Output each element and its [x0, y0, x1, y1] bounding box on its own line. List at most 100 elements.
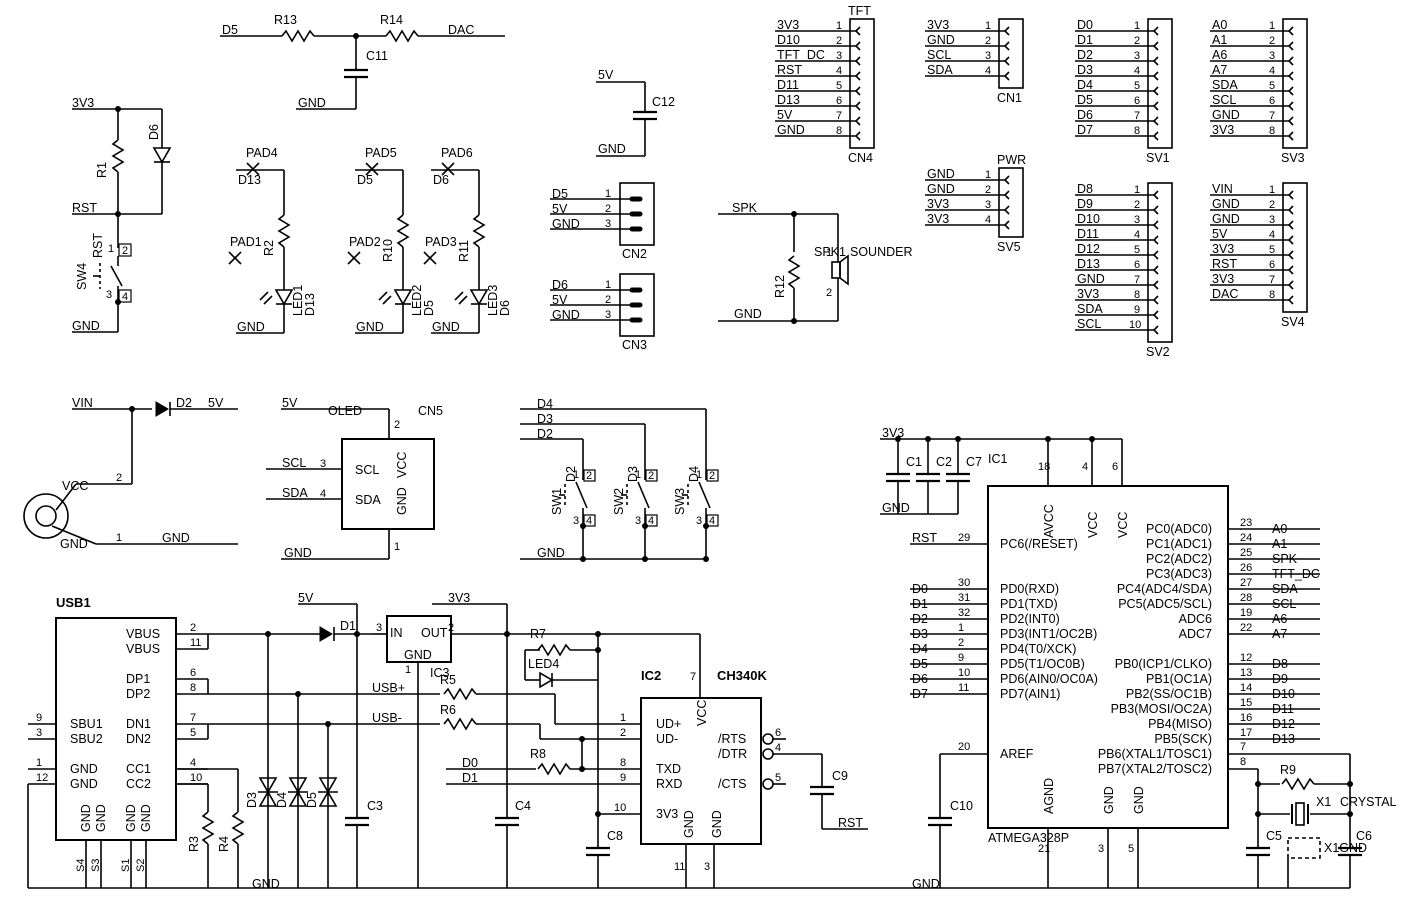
- pin-number: 3: [985, 50, 991, 62]
- pin-label: PD1(TXD): [1000, 597, 1058, 611]
- pin-number: 4: [836, 65, 842, 77]
- pin-number: 9: [620, 772, 626, 784]
- header-pin-socket: [1152, 205, 1159, 215]
- pin-number: S3: [90, 859, 102, 872]
- ref-label: SW1: [550, 488, 564, 515]
- pin-number: 7: [836, 110, 842, 122]
- pin-number: 2: [1269, 35, 1275, 47]
- net-label: D1: [462, 771, 478, 785]
- ref-label: D3: [245, 792, 259, 808]
- pin-label: 5V: [552, 293, 568, 307]
- ref-label: C11: [366, 49, 388, 63]
- net-label: D3: [537, 412, 553, 426]
- pin-label: TFT_DC: [777, 48, 825, 62]
- pin-number: 2: [586, 470, 592, 482]
- switch-blade: [575, 481, 588, 509]
- pin-number: 12: [1240, 652, 1252, 664]
- pin-number: 3: [573, 515, 579, 527]
- pin-label: VBUS: [126, 627, 160, 641]
- ref-label: C4: [515, 799, 531, 813]
- pin-label: GND: [124, 804, 138, 832]
- header-pin-socket: [854, 56, 861, 66]
- pin-number: 4: [190, 757, 196, 769]
- pin-label: GND: [1132, 786, 1146, 814]
- tvs-diodes: [258, 777, 338, 807]
- net-label: GND: [432, 320, 460, 334]
- pin-label: SCL: [1077, 317, 1101, 331]
- pin-number: 7: [1269, 274, 1275, 286]
- pin-number: 9: [36, 712, 42, 724]
- pin-number: 3: [1134, 214, 1140, 226]
- header-body: [1282, 18, 1308, 149]
- pin-number: 4: [985, 214, 991, 226]
- ref-label: R1: [95, 162, 109, 178]
- header-pin-socket: [1287, 205, 1294, 215]
- junction-dot: [580, 523, 586, 529]
- pin-label: SDA: [927, 63, 953, 77]
- pin-label: D8: [1077, 182, 1093, 196]
- pin-number: 22: [1240, 622, 1252, 634]
- net-label: SDA: [1272, 582, 1298, 596]
- pin-number: 1: [985, 169, 991, 181]
- power-jack: VIN D2 5V VCC GND GND 2 1: [23, 396, 238, 551]
- header-pin-socket: [1287, 250, 1294, 260]
- pin-label: D7: [1077, 123, 1093, 137]
- net-label: GND: [72, 319, 100, 333]
- pin-label: A6: [1212, 48, 1227, 62]
- net-label: D13: [303, 293, 317, 316]
- ref-label: R5: [440, 673, 456, 687]
- header-body: [1147, 18, 1173, 149]
- pin-number: 11: [674, 861, 685, 873]
- net-label: D6: [433, 173, 449, 187]
- pin-number: 1: [826, 247, 832, 259]
- ref-label: R13: [274, 13, 297, 27]
- pin-number: S1: [120, 859, 132, 872]
- pin-label: PD7(AIN1): [1000, 687, 1060, 701]
- pin-number: 31: [958, 592, 970, 604]
- part-label: OLED: [328, 404, 362, 418]
- pin-number: 21: [1038, 843, 1050, 855]
- net-label: D11: [1272, 702, 1294, 716]
- pin-number: 32: [958, 607, 970, 619]
- pin-number: 8: [1269, 125, 1275, 137]
- header-pin-socket: [1152, 295, 1159, 305]
- ref-label: SV1: [1146, 151, 1170, 165]
- pin-number: S2: [135, 859, 147, 872]
- pin-number: 3: [36, 727, 42, 739]
- header-pin-socket: [1287, 86, 1294, 96]
- header-pin-socket: [1287, 101, 1294, 111]
- pin-label: CC1: [126, 762, 151, 776]
- ref-label: C3: [367, 799, 383, 813]
- header-pin-socket: [1003, 71, 1010, 81]
- header-pin-socket: [1152, 101, 1159, 111]
- pin-number: 11: [958, 682, 969, 694]
- pin-number: 1: [836, 20, 842, 32]
- pin-label: AGND: [1042, 778, 1056, 814]
- pin-label: D13: [1077, 257, 1100, 271]
- pin-number: 2: [620, 727, 626, 739]
- net-label: TFT_DC: [1272, 567, 1320, 581]
- pin-label: 3V3: [927, 197, 949, 211]
- pin-number: 2: [1134, 199, 1140, 211]
- pin-label: AREF: [1000, 747, 1034, 761]
- pin-label: D3: [1077, 63, 1093, 77]
- pin-number: 5: [1269, 244, 1275, 256]
- net-label: D2: [912, 612, 928, 626]
- header-body: [998, 18, 1024, 89]
- pin-label: VCC: [1116, 512, 1130, 538]
- net-label: RST: [838, 816, 863, 830]
- header-pin-socket: [1152, 86, 1159, 96]
- pin-label: VBUS: [126, 642, 160, 656]
- pin-label: GND: [710, 810, 724, 838]
- ref-label: R9: [1280, 763, 1296, 777]
- pin-label: D13: [777, 93, 800, 107]
- pin-label: /CTS: [718, 777, 746, 791]
- pin-label: D10: [777, 33, 800, 47]
- pin-label: PB0(ICP1/CLKO): [1115, 657, 1212, 671]
- switch-pad: [583, 514, 596, 527]
- pin-number: 2: [1134, 35, 1140, 47]
- pin-number: 7: [1134, 274, 1140, 286]
- net-label: A1: [1272, 537, 1287, 551]
- header-pin-socket: [854, 26, 861, 36]
